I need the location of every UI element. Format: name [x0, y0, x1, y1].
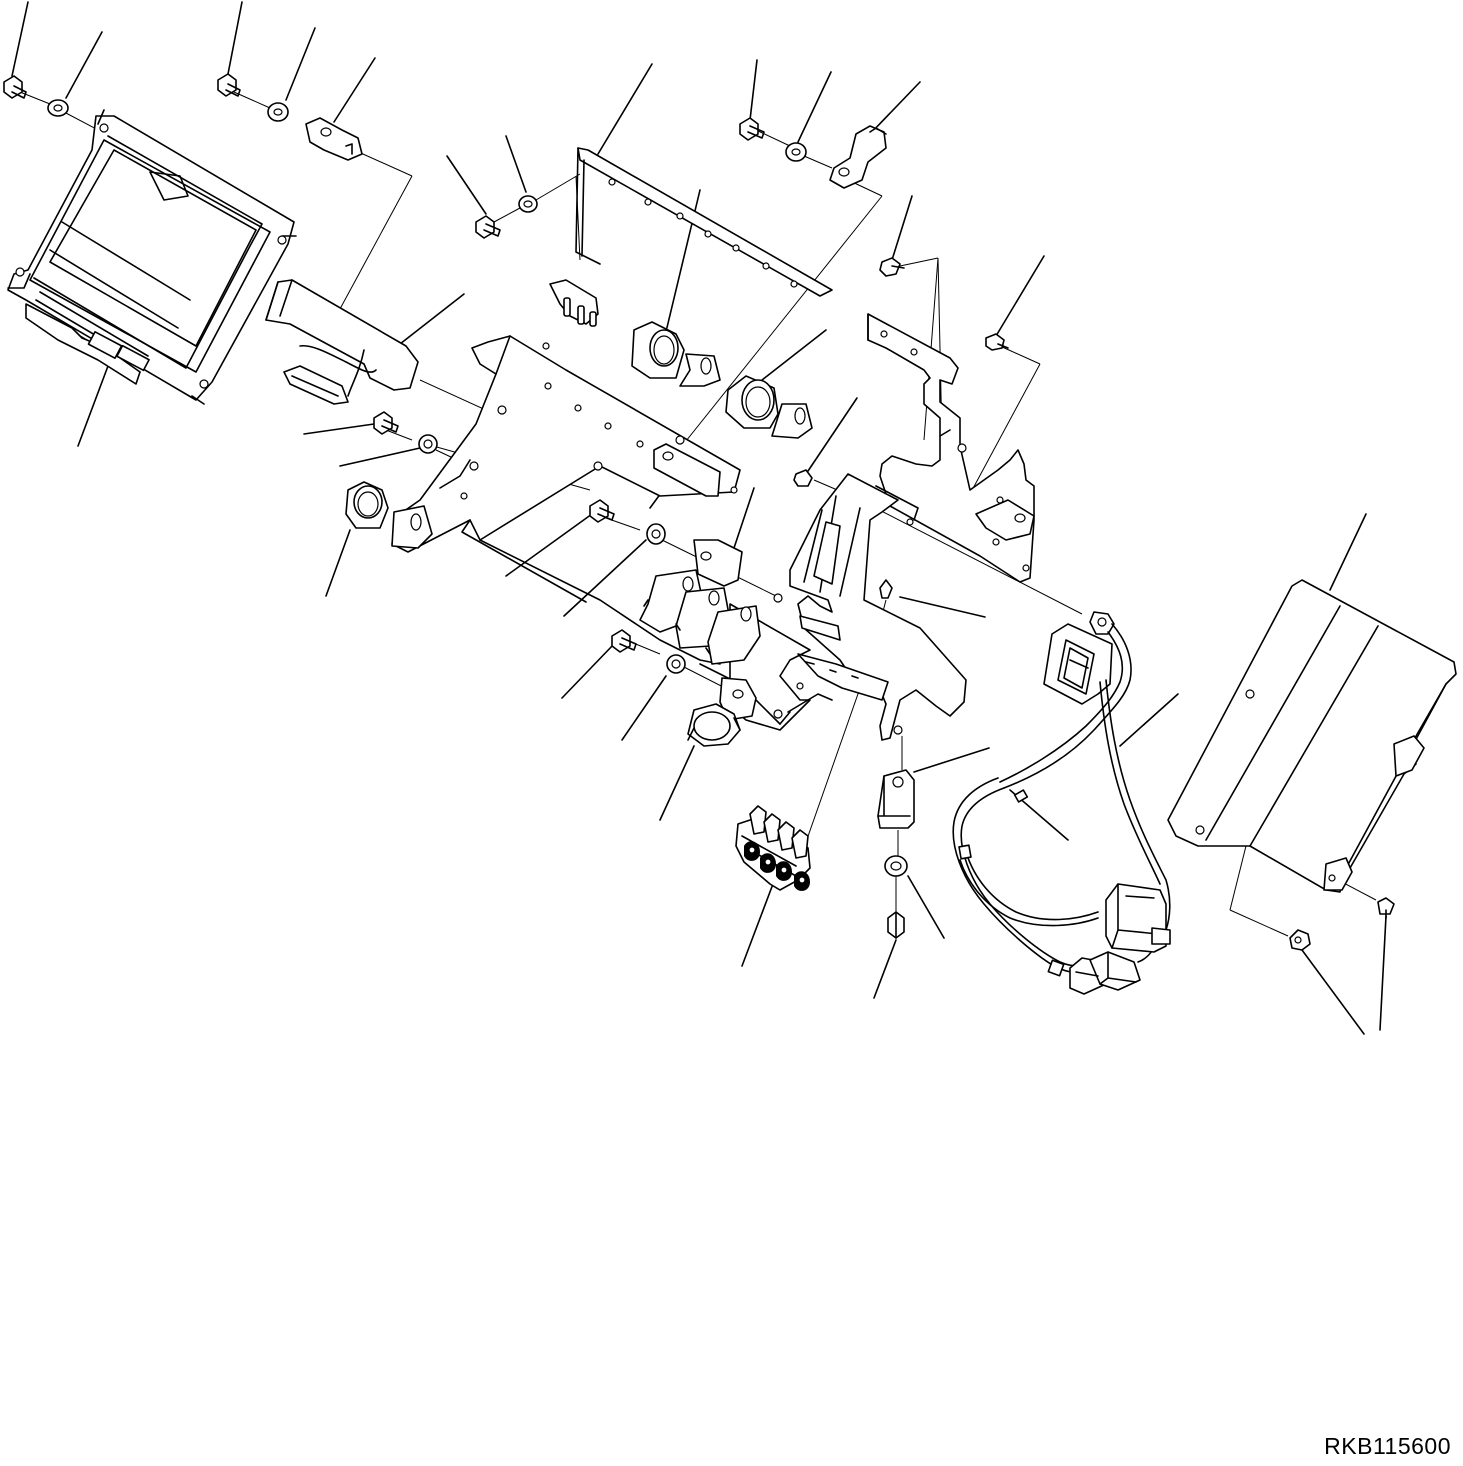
small-bracket-plate: [654, 444, 720, 496]
controller-unit: [8, 110, 296, 404]
cable-clamp-1: [632, 322, 720, 386]
cover-plate: [1168, 580, 1456, 892]
terminal-bracket: [640, 540, 760, 664]
harness-connector-2: [1070, 952, 1140, 994]
cable-clamp-2: [726, 376, 812, 438]
wire-harness: [953, 624, 1170, 976]
leader-lines: [12, 2, 1386, 1034]
angle-bracket-top: [830, 126, 886, 188]
bolts-plate: [374, 118, 1008, 673]
bolt-set-top-left: [4, 74, 362, 160]
drawing-code-label: RKB115600: [1324, 1433, 1451, 1459]
cover-fasteners: [1290, 898, 1394, 950]
cable-clamp-3: [346, 482, 432, 548]
harness-connector-1: [1106, 884, 1170, 952]
relay-box: [1044, 612, 1114, 704]
small-screw: [880, 580, 892, 598]
wire-bracket-left: [266, 280, 418, 404]
terminal-block: [736, 806, 810, 891]
connector-posts: [550, 280, 598, 326]
clip-bracket-bottom: [878, 770, 914, 938]
cable-clamp-4: [688, 678, 756, 746]
right-bracket: [790, 314, 1034, 740]
